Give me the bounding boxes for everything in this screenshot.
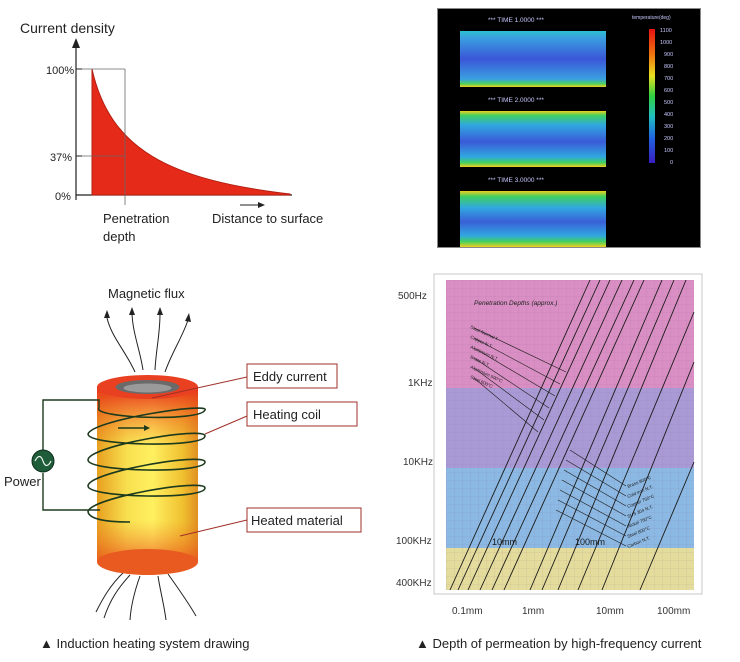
magnetic-flux-lines-top (106, 313, 189, 373)
heated-material-box (246, 507, 362, 533)
material-depth-lines (449, 279, 695, 591)
penetration-depth-chart: Penetration Depths (approx.) St (433, 273, 703, 595)
triangle-icon: ▲ (40, 636, 53, 651)
freq-label-10khz: 10KHz (403, 457, 434, 468)
density-tick-100: 100% (46, 65, 74, 77)
eddy-current-label: Eddy current (253, 369, 327, 384)
density-decay-curve (91, 68, 291, 196)
sim-legend-bar (649, 29, 655, 163)
depth-label-100mm: 100mm (657, 606, 691, 617)
sine-wave-icon (34, 455, 52, 467)
depth-chart-title: Penetration Depths (approx.) (474, 300, 557, 307)
sim-legend-value: 100 (664, 148, 673, 154)
right-material-leaders (555, 449, 627, 547)
heating-coil-box (246, 401, 358, 427)
heating-coil-leader (204, 415, 248, 435)
heated-material-cylinder (97, 375, 198, 575)
sim-legend-value: 0 (670, 160, 673, 166)
penetration-label-2: depth (103, 229, 136, 244)
density-xlabel: Distance to surface (212, 211, 323, 226)
freq-label-500hz: 500Hz (398, 291, 427, 302)
depth-label-1mm: 1mm (522, 606, 545, 617)
caption-right-text: Depth of permeation by high-frequency cu… (432, 636, 702, 651)
xlabel-arrow-head (258, 202, 265, 208)
sim-frame-2-label: *** TIME 2.0000 *** (488, 97, 544, 104)
density-ylabel: Current density (20, 20, 115, 36)
thermal-simulation-panel: *** TIME 1.0000 *** *** TIME 2.0000 *** … (437, 8, 701, 248)
heating-coil-label: Heating coil (253, 407, 321, 422)
power-wiring (42, 399, 100, 511)
penetration-label-1: Penetration (103, 211, 170, 226)
heated-material-label: Heated material (251, 513, 343, 528)
sim-legend-value: 200 (664, 136, 673, 142)
eddy-current-leader (151, 376, 248, 399)
sim-legend-value: 500 (664, 100, 673, 106)
depth-label-10mm: 10mm (596, 606, 624, 617)
sim-legend-value: 600 (664, 88, 673, 94)
density-tick-37: 37% (50, 152, 72, 164)
sim-legend-title: temperature(deg) (632, 15, 671, 21)
chart-grid (446, 280, 694, 590)
induction-coil-diagram: Magnetic flux (4, 286, 362, 621)
sim-frame-1-bar (460, 31, 606, 87)
sim-frame-3-bar (460, 191, 606, 247)
penetration-depth-chart-panel: Penetration Depths (approx.) St (430, 272, 705, 616)
thermal-simulation-image: *** TIME 1.0000 *** *** TIME 2.0000 *** … (460, 15, 673, 247)
left-material-leaders (473, 327, 567, 433)
triangle-icon: ▲ (416, 636, 429, 651)
heating-coil (87, 407, 206, 523)
power-label: Power (4, 474, 42, 489)
freq-label-100khz: 100KHz (396, 536, 432, 547)
flux-arrowheads (104, 307, 191, 322)
caption-left: ▲ Induction heating system drawing (40, 636, 249, 651)
sim-frame-3-label: *** TIME 3.0000 *** (488, 177, 544, 184)
heated-material-leader (179, 519, 248, 537)
current-density-chart: Current density 100% 37% 0% Penetration … (20, 20, 323, 244)
magnetic-flux-lines-bottom (95, 571, 197, 621)
depth-label-0-1mm: 0.1mm (452, 606, 483, 617)
sim-legend-value: 900 (664, 52, 673, 58)
inner-label-100mm: 100mm (575, 537, 605, 547)
eddy-current-box (246, 363, 338, 389)
sim-frame-2-bar (460, 111, 606, 167)
sim-legend-value: 800 (664, 64, 673, 70)
sim-legend-value: 300 (664, 124, 673, 130)
density-tick-0: 0% (55, 191, 71, 203)
sim-legend-values: 1100 1000 900 800 700 600 500 400 300 20… (660, 28, 673, 166)
caption-right: ▲ Depth of permeation by high-frequency … (416, 636, 701, 651)
sim-legend-value: 700 (664, 76, 673, 82)
sim-legend-value: 1000 (660, 40, 672, 46)
density-y-axis-arrow (72, 38, 80, 48)
inner-label-10mm: 10mm (492, 537, 517, 547)
eddy-current-arrowhead (144, 425, 150, 431)
magnetic-flux-label: Magnetic flux (108, 286, 185, 301)
freq-label-400khz: 400KHz (396, 578, 432, 589)
sim-legend-value: 1100 (660, 28, 672, 34)
sim-legend-value: 400 (664, 112, 673, 118)
sim-frame-1-label: *** TIME 1.0000 *** (488, 17, 544, 24)
freq-label-1khz: 1KHz (408, 378, 433, 389)
caption-left-text: Induction heating system drawing (56, 636, 250, 651)
